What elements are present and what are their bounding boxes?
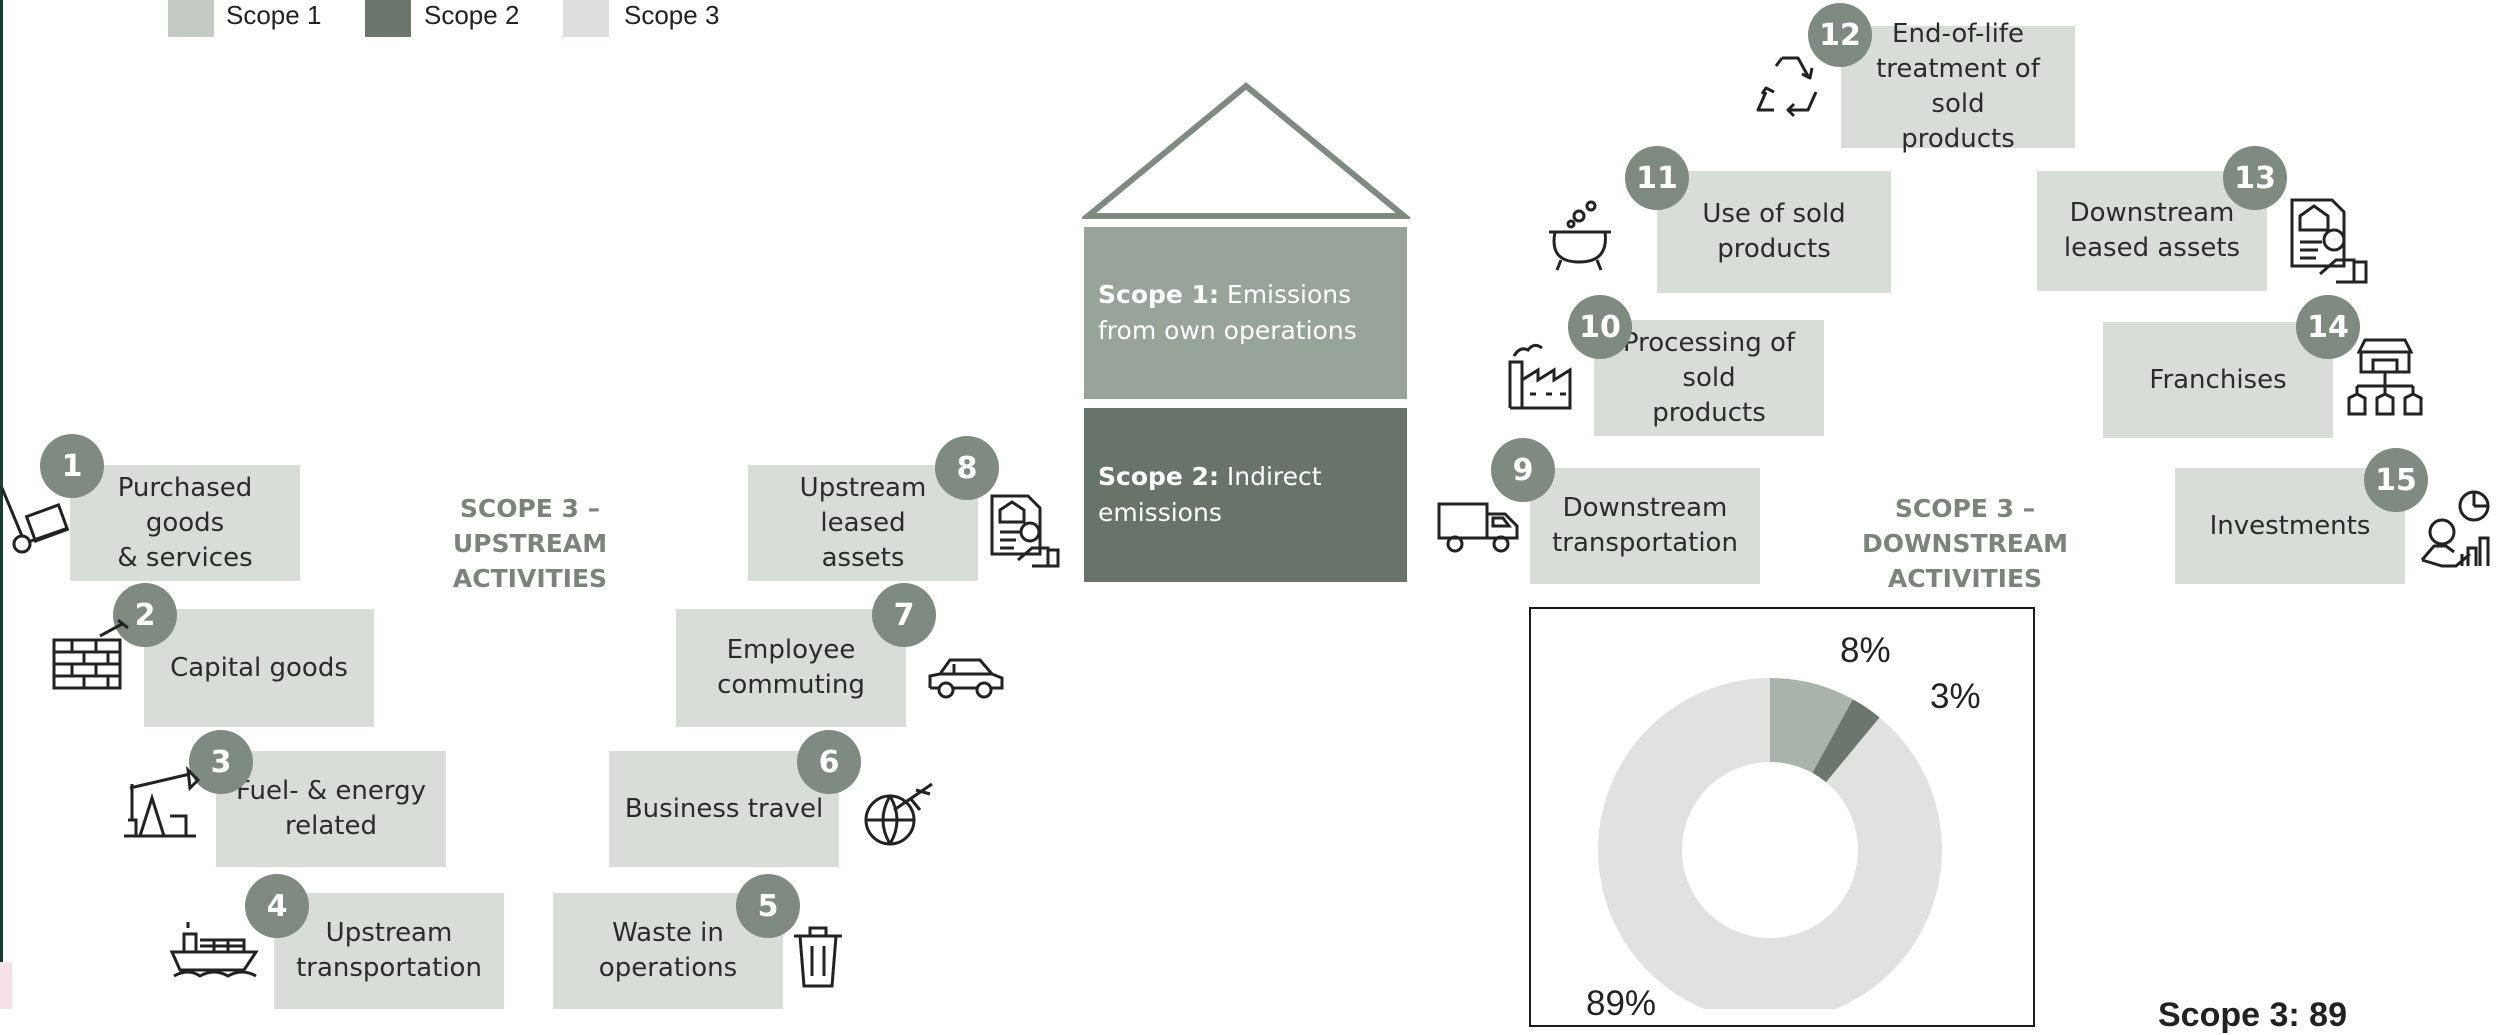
legend-swatch-scope3	[563, 0, 609, 37]
franchise-store-icon	[2345, 336, 2425, 416]
category-box-franchises: Franchises	[2103, 322, 2333, 438]
legend-label-scope1: Scope 1	[226, 0, 322, 30]
cauldron-icon	[1545, 196, 1615, 272]
category-label: Investments	[2209, 510, 2371, 541]
category-number-badge: 1	[40, 434, 104, 498]
upstream-section-title: SCOPE 3 – UPSTREAM ACTIVITIES	[452, 494, 608, 593]
category-number-badge: 15	[2364, 448, 2428, 512]
downstream-section-title: SCOPE 3 – DOWNSTREAM ACTIVITIES	[1861, 494, 2069, 593]
category-label: Capital goods	[170, 652, 348, 683]
lease-document-icon	[986, 494, 1060, 568]
category-box-processing: Processing of sold products	[1594, 320, 1824, 436]
category-number-badge: 2	[113, 583, 177, 647]
category-label: Downstream transportation	[1552, 493, 1738, 558]
category-label: Waste in operations	[598, 918, 738, 983]
category-label: Use of sold products	[1702, 199, 1846, 264]
donut-slice-scope-2	[1812, 699, 1880, 783]
category-box-end-of-life: End-of-life treatment of sold products	[1841, 19, 2075, 154]
data-label-scope1: 8%	[1840, 631, 1891, 670]
category-box-upstream-transportation: Upstream transportation	[274, 893, 504, 1009]
donut-slice-scope-3	[1597, 678, 1942, 1009]
scope2-description: Indirect emissions	[1098, 462, 1322, 527]
data-label-scope2: 3%	[1930, 677, 1981, 716]
scope2-bold-label: Scope 2:	[1098, 462, 1219, 491]
investment-icon	[2420, 488, 2496, 568]
category-label: Employee commuting	[717, 635, 865, 700]
hand-truck-icon	[0, 480, 70, 560]
legend-swatch-scope2	[365, 0, 411, 37]
category-label: Franchises	[2149, 364, 2287, 395]
category-box-fuel-energy: Fuel- & energy related	[216, 751, 446, 867]
category-number-badge: 9	[1491, 438, 1555, 502]
category-label: Upstream leased assets	[799, 472, 927, 573]
scope-share-donut-chart	[1597, 678, 1942, 1009]
cropped-caption-text: Scope 3: 89	[2158, 996, 2347, 1034]
oil-pump-icon	[120, 765, 201, 840]
scope1-panel: Scope 1: Emissions from own operations	[1084, 227, 1407, 399]
house-roof	[1082, 82, 1410, 219]
recycle-icon	[1754, 52, 1826, 118]
category-number-badge: 4	[245, 874, 309, 938]
category-box-downstream-leased-assets: Downstream leased assets	[2037, 171, 2267, 291]
scope2-panel: Scope 2: Indirect emissions	[1084, 408, 1407, 582]
scope1-description: Emissions from own operations	[1098, 280, 1357, 345]
legend-label-scope2: Scope 2	[424, 0, 520, 30]
category-box-employee-commuting: Employee commuting	[676, 609, 906, 727]
car-icon	[926, 654, 1006, 700]
category-box-waste: Waste in operations	[553, 893, 783, 1009]
category-box-downstream-transportation: Downstream transportation	[1530, 468, 1760, 584]
trash-bin-icon	[790, 924, 846, 988]
scope1-bold-label: Scope 1:	[1098, 280, 1219, 309]
donut-slice-scope-1	[1770, 678, 1853, 773]
truck-icon	[1437, 500, 1519, 553]
category-number-badge: 3	[189, 730, 253, 794]
brick-wall-icon	[52, 618, 130, 692]
factory-icon	[1508, 340, 1576, 410]
globe-plane-icon	[860, 780, 934, 848]
category-label: Processing of sold products	[1622, 327, 1796, 428]
legend-swatch-scope1	[168, 0, 214, 37]
category-box-purchased-goods: Purchased goods & services	[70, 465, 300, 581]
category-number-badge: 7	[872, 583, 936, 647]
lease-document-icon	[2284, 198, 2370, 284]
category-number-badge: 6	[797, 730, 861, 794]
category-number-badge: 8	[935, 436, 999, 500]
data-label-scope3: 89%	[1586, 984, 1657, 1023]
category-box-business-travel: Business travel	[609, 751, 839, 867]
category-box-capital-goods: Capital goods	[144, 609, 374, 727]
category-label: Purchased goods & services	[117, 472, 253, 573]
cargo-ship-icon	[169, 918, 260, 978]
edge-strip	[0, 962, 12, 1009]
category-number-badge: 13	[2223, 146, 2287, 210]
category-number-badge: 12	[1808, 3, 1872, 67]
legend-label-scope3: Scope 3	[624, 0, 720, 30]
category-number-badge: 10	[1568, 295, 1632, 359]
category-number-badge: 14	[2296, 295, 2360, 359]
left-edge-rule	[0, 0, 3, 1009]
category-label: End-of-life treatment of sold products	[1876, 19, 2040, 154]
category-number-badge: 5	[736, 874, 800, 938]
category-label: Business travel	[624, 793, 824, 824]
category-label: Downstream leased assets	[2063, 198, 2241, 263]
category-number-badge: 11	[1625, 146, 1689, 210]
category-box-use-of-sold-products: Use of sold products	[1657, 171, 1891, 293]
category-label: Fuel- & energy related	[235, 776, 426, 841]
category-label: Upstream transportation	[296, 918, 482, 983]
